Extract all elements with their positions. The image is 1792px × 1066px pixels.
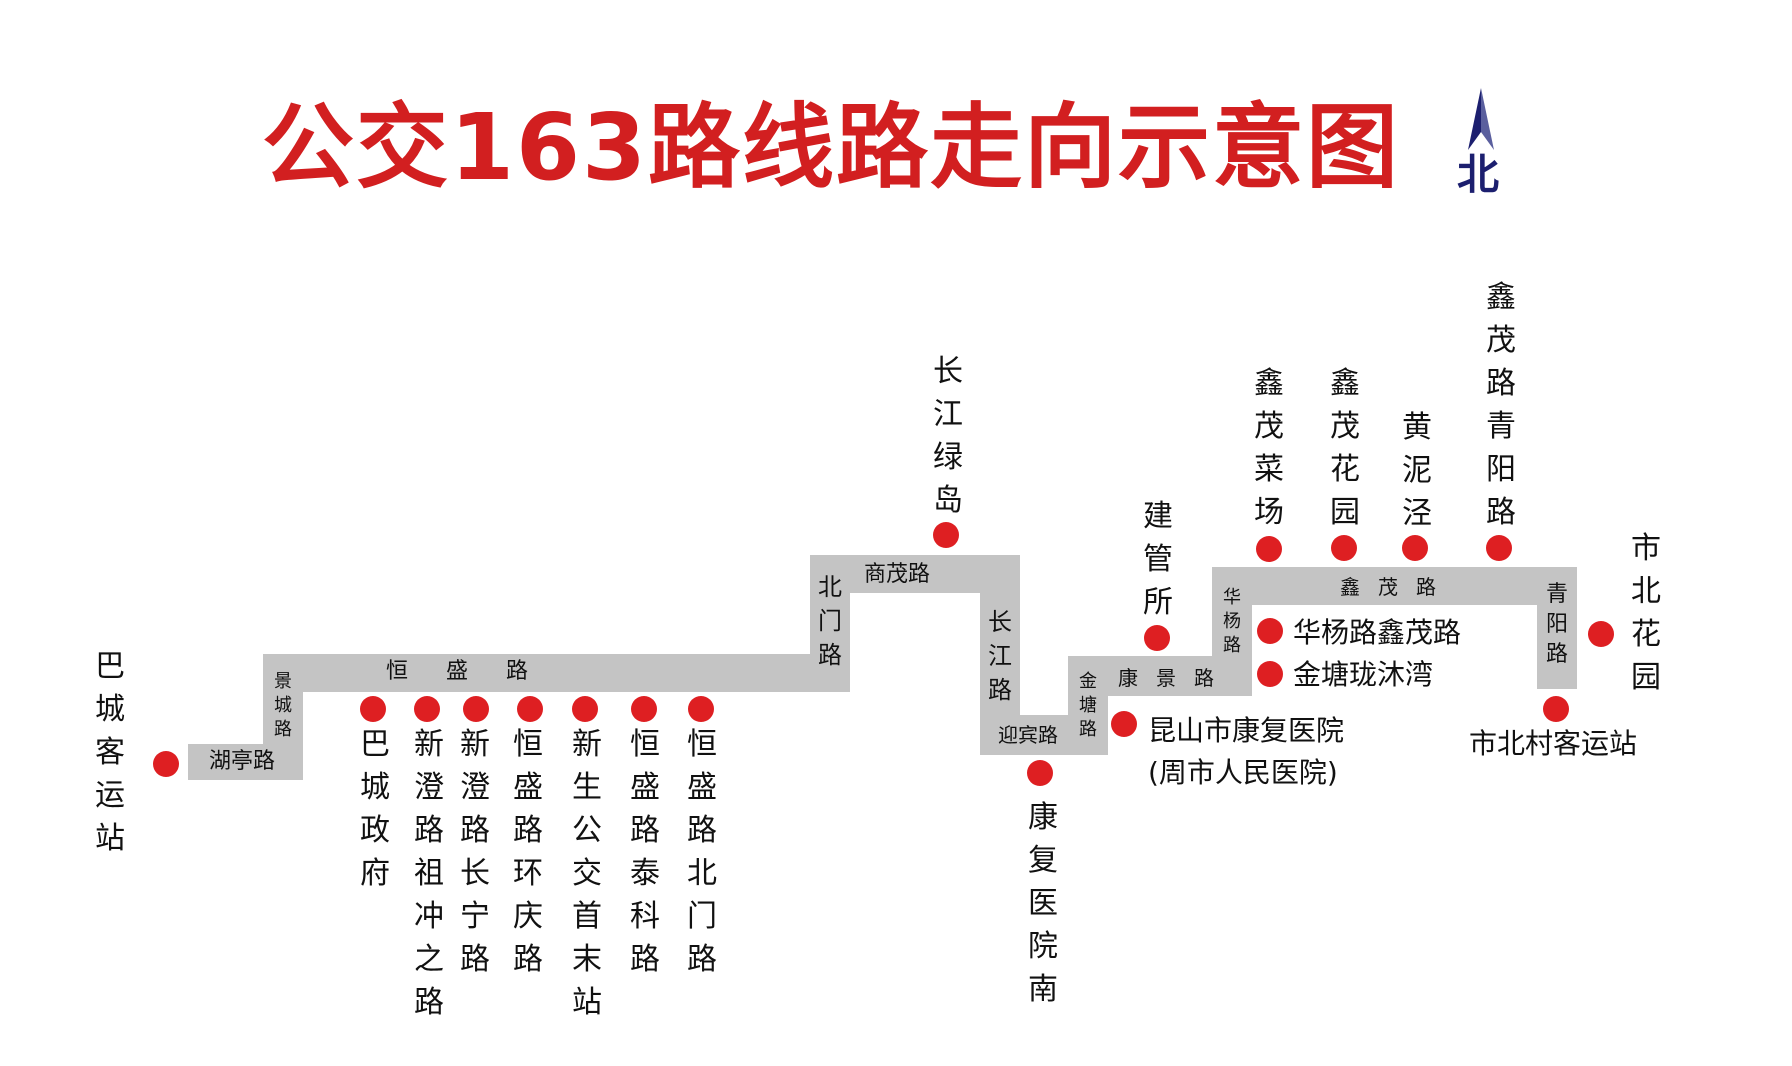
road-label-qingyanglu: 青阳路 (1545, 582, 1568, 667)
stop-name-bacheng-keyunzhan: 巴城客运站 (95, 649, 125, 856)
stop-name-xinchenglu-zuchongzhilu: 新澄路祖冲之路 (414, 727, 444, 1020)
stop-name-xinmaolu-qingyanglu: 鑫茂路青阳路 (1486, 280, 1516, 530)
road-segment-xinmaolu (1212, 567, 1577, 605)
road-label-hengshenglu: 恒盛路 (386, 659, 567, 684)
stop-marker-jintang-longmuwan (1257, 661, 1283, 687)
stop-marker-xinmaolu-qingyanglu (1486, 535, 1512, 561)
stop-marker-huayanglu-xinmaolu (1257, 618, 1283, 644)
road-label-huayanglu: 华杨路 (1223, 587, 1241, 656)
stop-name-xinmao-huayuan: 鑫茂花园 (1330, 366, 1360, 530)
stop-name-kangfu-yiyuan-nan: 康复医院南 (1028, 800, 1058, 1007)
stop-marker-xinmao-huayuan (1331, 535, 1357, 561)
stop-name-shibei-huayuan: 市北花园 (1631, 531, 1661, 695)
stop-name-kunshan-kangfu-yiyuan-note: (周市人民医院) (1148, 756, 1338, 789)
road-label-kangjinglu: 康景路 (1118, 666, 1232, 690)
stop-marker-hengshenglu-beimenlu (688, 696, 714, 722)
stop-name-hengshenglu-huanqinglu: 恒盛路环庆路 (513, 727, 543, 977)
stop-marker-changjiang-lvdao (933, 522, 959, 548)
stop-marker-huangnijing (1402, 535, 1428, 561)
stop-name-hengshenglu-beimenlu: 恒盛路北门路 (687, 727, 717, 977)
stop-name-huayanglu-xinmaolu: 华杨路鑫茂路 (1293, 616, 1462, 649)
road-label-yingbinlu: 迎宾路 (998, 723, 1058, 747)
stop-name-huangnijing: 黄泥泾 (1402, 410, 1432, 531)
stop-name-kunshan-kangfu-yiyuan: 昆山市康复医院 (1148, 714, 1345, 747)
stop-marker-kangfu-yiyuan-nan (1027, 760, 1053, 786)
stop-name-xinchenglu-changninglu: 新澄路长宁路 (460, 727, 490, 977)
road-label-xinmaolu: 鑫茂路 (1340, 575, 1454, 599)
stop-marker-xinchenglu-zuchongzhilu (414, 696, 440, 722)
road-segment-qingyanglu (1537, 567, 1577, 689)
road-label-jintanglu: 金塘路 (1079, 671, 1097, 740)
stop-name-hengshenglu-taikelu: 恒盛路泰科路 (630, 727, 660, 977)
stop-marker-hengshenglu-taikelu (631, 696, 657, 722)
stop-marker-shibeicun-keyunzhan (1543, 696, 1569, 722)
stop-marker-kunshan-kangfu-yiyuan (1111, 711, 1137, 737)
stop-name-xinmao-caichang: 鑫茂菜场 (1254, 366, 1284, 530)
stop-name-shibeicun-keyunzhan: 市北村客运站 (1469, 727, 1638, 760)
road-label-hutinglu: 湖亭路 (209, 749, 276, 774)
stop-name-xinsheng-gongjiao: 新生公交首末站 (572, 727, 602, 1020)
road-label-beimenlu: 北门路 (818, 573, 842, 669)
stop-marker-shibei-huayuan (1588, 621, 1614, 647)
stop-marker-hengshenglu-huanqinglu (517, 696, 543, 722)
compass-label: 北 (1456, 150, 1499, 199)
stop-name-changjiang-lvdao: 长江绿岛 (933, 354, 963, 518)
road-label-changjianglu: 长江路 (988, 608, 1012, 704)
stop-name-jintang-longmuwan: 金塘珑沐湾 (1293, 658, 1434, 691)
stop-marker-xinmao-caichang (1256, 536, 1282, 562)
road-label-shangmaolu: 商茂路 (864, 562, 931, 587)
stop-marker-jianguansuo (1144, 625, 1170, 651)
road-segment-hengshenglu (263, 654, 850, 692)
stop-marker-xinsheng-gongjiao (572, 696, 598, 722)
north-arrow-icon (1468, 88, 1494, 150)
stop-marker-bacheng-keyunzhan (153, 751, 179, 777)
stop-name-bacheng-zhengfu: 巴城政府 (360, 727, 390, 891)
stop-name-jianguansuo: 建管所 (1143, 499, 1173, 620)
stop-marker-bacheng-zhengfu (360, 696, 386, 722)
stop-marker-xinchenglu-changninglu (463, 696, 489, 722)
map-title: 公交163路线路走向示意图 (262, 94, 1401, 201)
road-label-jingchenglu: 景城路 (274, 671, 292, 740)
